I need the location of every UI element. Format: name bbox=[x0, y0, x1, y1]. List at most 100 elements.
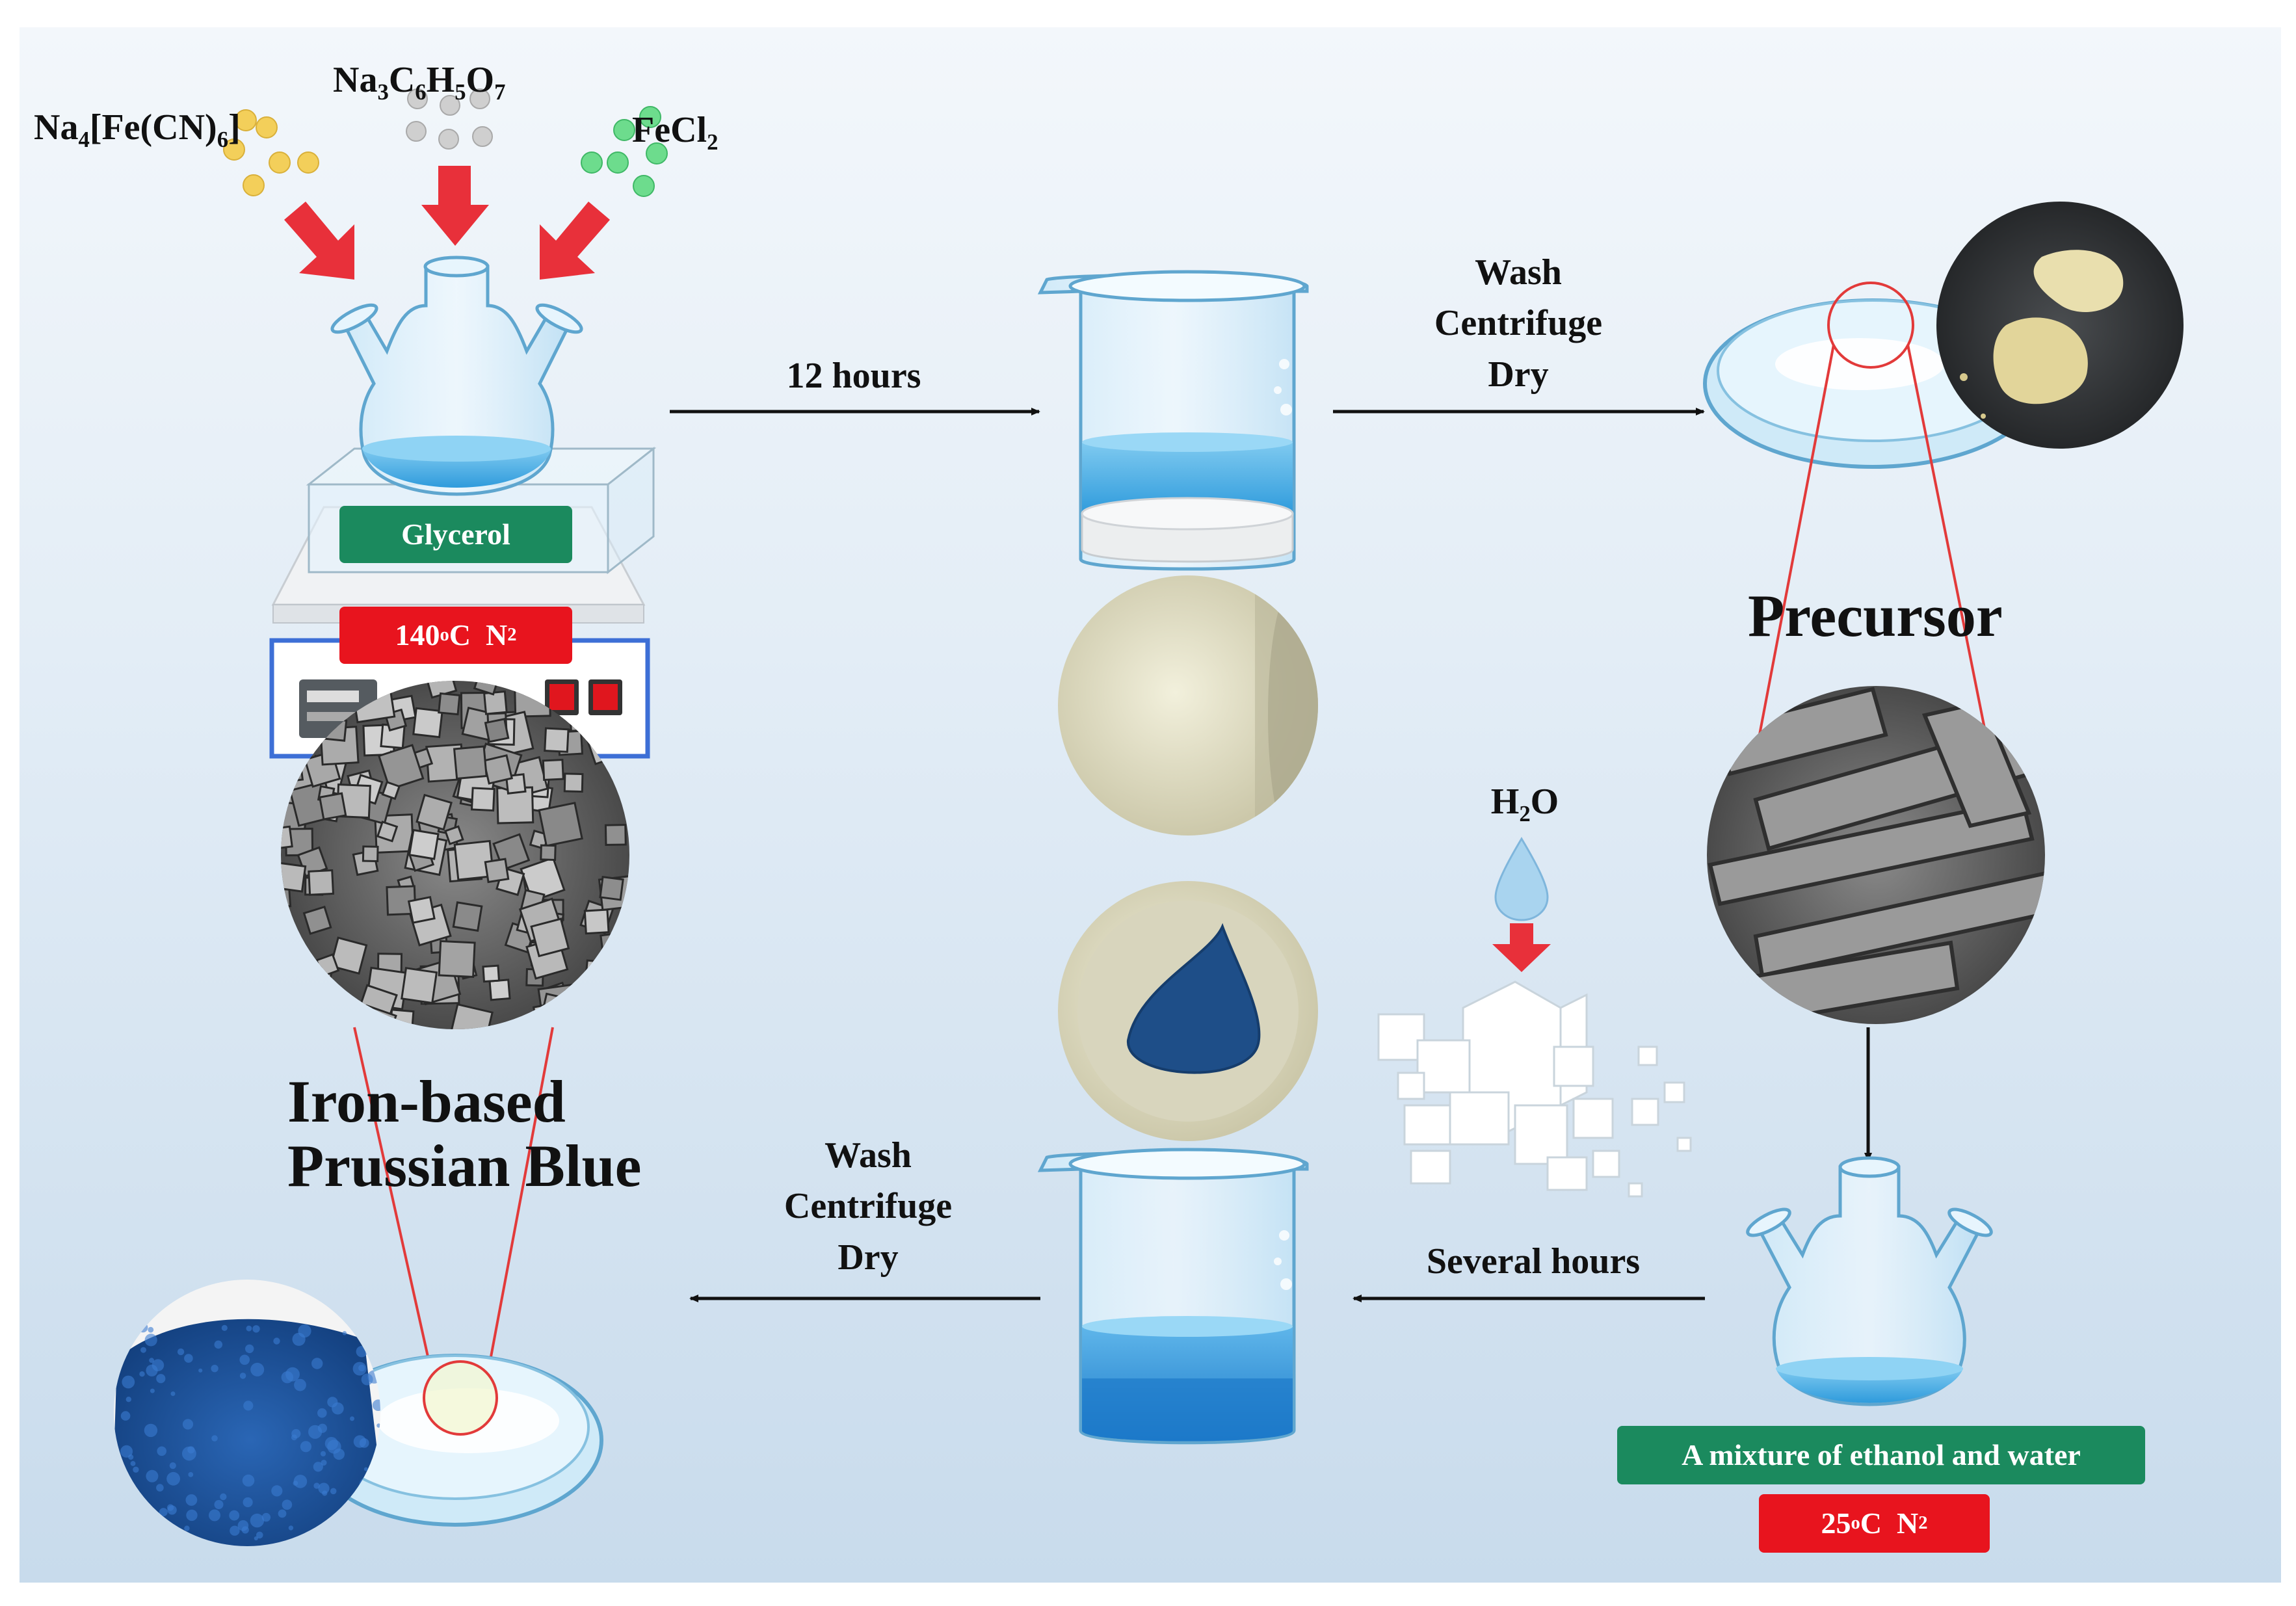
sem-crystal bbox=[376, 821, 399, 843]
sem-crystal bbox=[401, 967, 438, 1005]
sem-crystal bbox=[286, 996, 311, 1020]
powder-grain bbox=[122, 1375, 135, 1389]
sem-crystal bbox=[583, 959, 626, 1002]
sem-crystal bbox=[281, 825, 293, 850]
powder-grain bbox=[372, 1399, 380, 1411]
powder-grain bbox=[182, 1419, 194, 1430]
powder-grain bbox=[313, 1482, 320, 1489]
formula-subscript: 6 bbox=[217, 127, 229, 153]
powder-grain bbox=[220, 1493, 227, 1501]
powder-grain bbox=[139, 1371, 145, 1377]
formula-subscript: 2 bbox=[1519, 801, 1531, 827]
powder-grain bbox=[124, 1488, 132, 1497]
red-arrow-icon bbox=[1492, 923, 1551, 972]
temperature-unit: C N bbox=[449, 618, 508, 652]
formula-part: H bbox=[1490, 782, 1520, 822]
product-label-line: Prussian Blue bbox=[287, 1133, 642, 1200]
powder-grain bbox=[185, 1494, 198, 1506]
product-label: Iron-based Prussian Blue bbox=[287, 1069, 642, 1200]
powder-grain bbox=[363, 1467, 368, 1471]
powder-grain bbox=[130, 1461, 136, 1466]
prussian-blue-sem-image bbox=[281, 681, 629, 1029]
red-arrow-icon bbox=[284, 202, 354, 280]
iron-chloride-formula: FeCl2 bbox=[632, 112, 718, 153]
sem-crystal bbox=[318, 792, 347, 821]
powder-grain bbox=[311, 1358, 323, 1369]
sem-crystal bbox=[532, 1001, 567, 1029]
formula-part: [Fe(CN) bbox=[89, 107, 217, 148]
powder-grain bbox=[229, 1510, 240, 1521]
iron-chloride-particles-icon bbox=[581, 106, 668, 197]
formula-part: H bbox=[426, 60, 455, 100]
powder-grain bbox=[288, 1525, 294, 1531]
powder-grain bbox=[298, 1324, 311, 1338]
sem-crystal bbox=[482, 964, 501, 983]
powder-grain bbox=[327, 1397, 338, 1408]
ferrocyanide-particles-icon bbox=[223, 109, 319, 196]
powder-grain bbox=[250, 1362, 265, 1376]
powder-grain bbox=[133, 1466, 139, 1473]
ferrocyanide-formula: Na4[Fe(CN)6] bbox=[34, 107, 241, 151]
powder-grain bbox=[156, 1374, 166, 1384]
powder-grain bbox=[285, 1367, 300, 1382]
powder-grain bbox=[293, 1481, 298, 1486]
powder-grain bbox=[211, 1365, 218, 1373]
sem-crystal bbox=[484, 858, 510, 884]
ethanol-water-label: A mixture of ethanol and water bbox=[1617, 1426, 2145, 1484]
powder-grain bbox=[230, 1525, 240, 1536]
powder-grain bbox=[152, 1359, 165, 1371]
sem-crystal bbox=[583, 908, 610, 935]
powder-grain bbox=[358, 1364, 365, 1372]
powder-grain bbox=[324, 1437, 338, 1451]
powder-grain bbox=[273, 1337, 280, 1345]
powder-grain bbox=[359, 1438, 369, 1448]
prussian-blue-suspension-photo bbox=[1058, 881, 1318, 1141]
powder-grain bbox=[167, 1505, 177, 1515]
powder-grain bbox=[282, 1499, 293, 1510]
powder-grain bbox=[120, 1445, 133, 1458]
powder-grain bbox=[144, 1423, 158, 1438]
powder-grain bbox=[245, 1344, 254, 1354]
powder-grain bbox=[187, 1446, 195, 1454]
powder-grain bbox=[125, 1501, 133, 1508]
sem-crystal bbox=[452, 901, 483, 932]
powder-grain bbox=[159, 1508, 168, 1517]
powder-grain bbox=[321, 1460, 327, 1466]
powder-grain bbox=[318, 1482, 330, 1494]
powder-grain bbox=[278, 1509, 287, 1518]
sem-crystal bbox=[604, 824, 627, 846]
powder-grain bbox=[320, 1451, 326, 1456]
process-line: Centrifuge bbox=[784, 1186, 953, 1227]
process-line: Dry bbox=[838, 1237, 899, 1278]
sem-crystal bbox=[599, 876, 624, 901]
powder-grain bbox=[122, 1491, 134, 1503]
formula-subscript: 3 bbox=[377, 79, 389, 105]
powder-grain bbox=[184, 1354, 193, 1363]
sem-crystal bbox=[412, 707, 443, 739]
sem-crystal bbox=[381, 780, 401, 800]
powder-grain bbox=[294, 1378, 306, 1391]
sem-crystal bbox=[329, 936, 368, 975]
reagent-arrows bbox=[284, 166, 610, 280]
powder-grain bbox=[134, 1512, 140, 1518]
powder-grain bbox=[177, 1348, 185, 1356]
process-line: Centrifuge bbox=[1434, 303, 1603, 344]
sem-crystal bbox=[470, 787, 495, 812]
step2-process-label: Wash Centrifuge Dry bbox=[1434, 247, 1602, 400]
powder-grain bbox=[291, 1428, 301, 1439]
water-drop-icon bbox=[1494, 837, 1549, 921]
powder-grain bbox=[146, 1510, 153, 1518]
zoom-lines-precursor bbox=[1758, 282, 1988, 739]
formula-part: ] bbox=[228, 107, 241, 148]
sem-crystal bbox=[281, 888, 292, 909]
sem-crystal bbox=[308, 869, 335, 896]
powder-grain bbox=[155, 1514, 162, 1521]
powder-grain bbox=[330, 1488, 337, 1495]
powder-grain bbox=[148, 1326, 154, 1333]
powder-grain bbox=[360, 1529, 365, 1534]
petri-dish-product-icon bbox=[307, 1354, 603, 1527]
sem-crystal bbox=[302, 905, 332, 935]
